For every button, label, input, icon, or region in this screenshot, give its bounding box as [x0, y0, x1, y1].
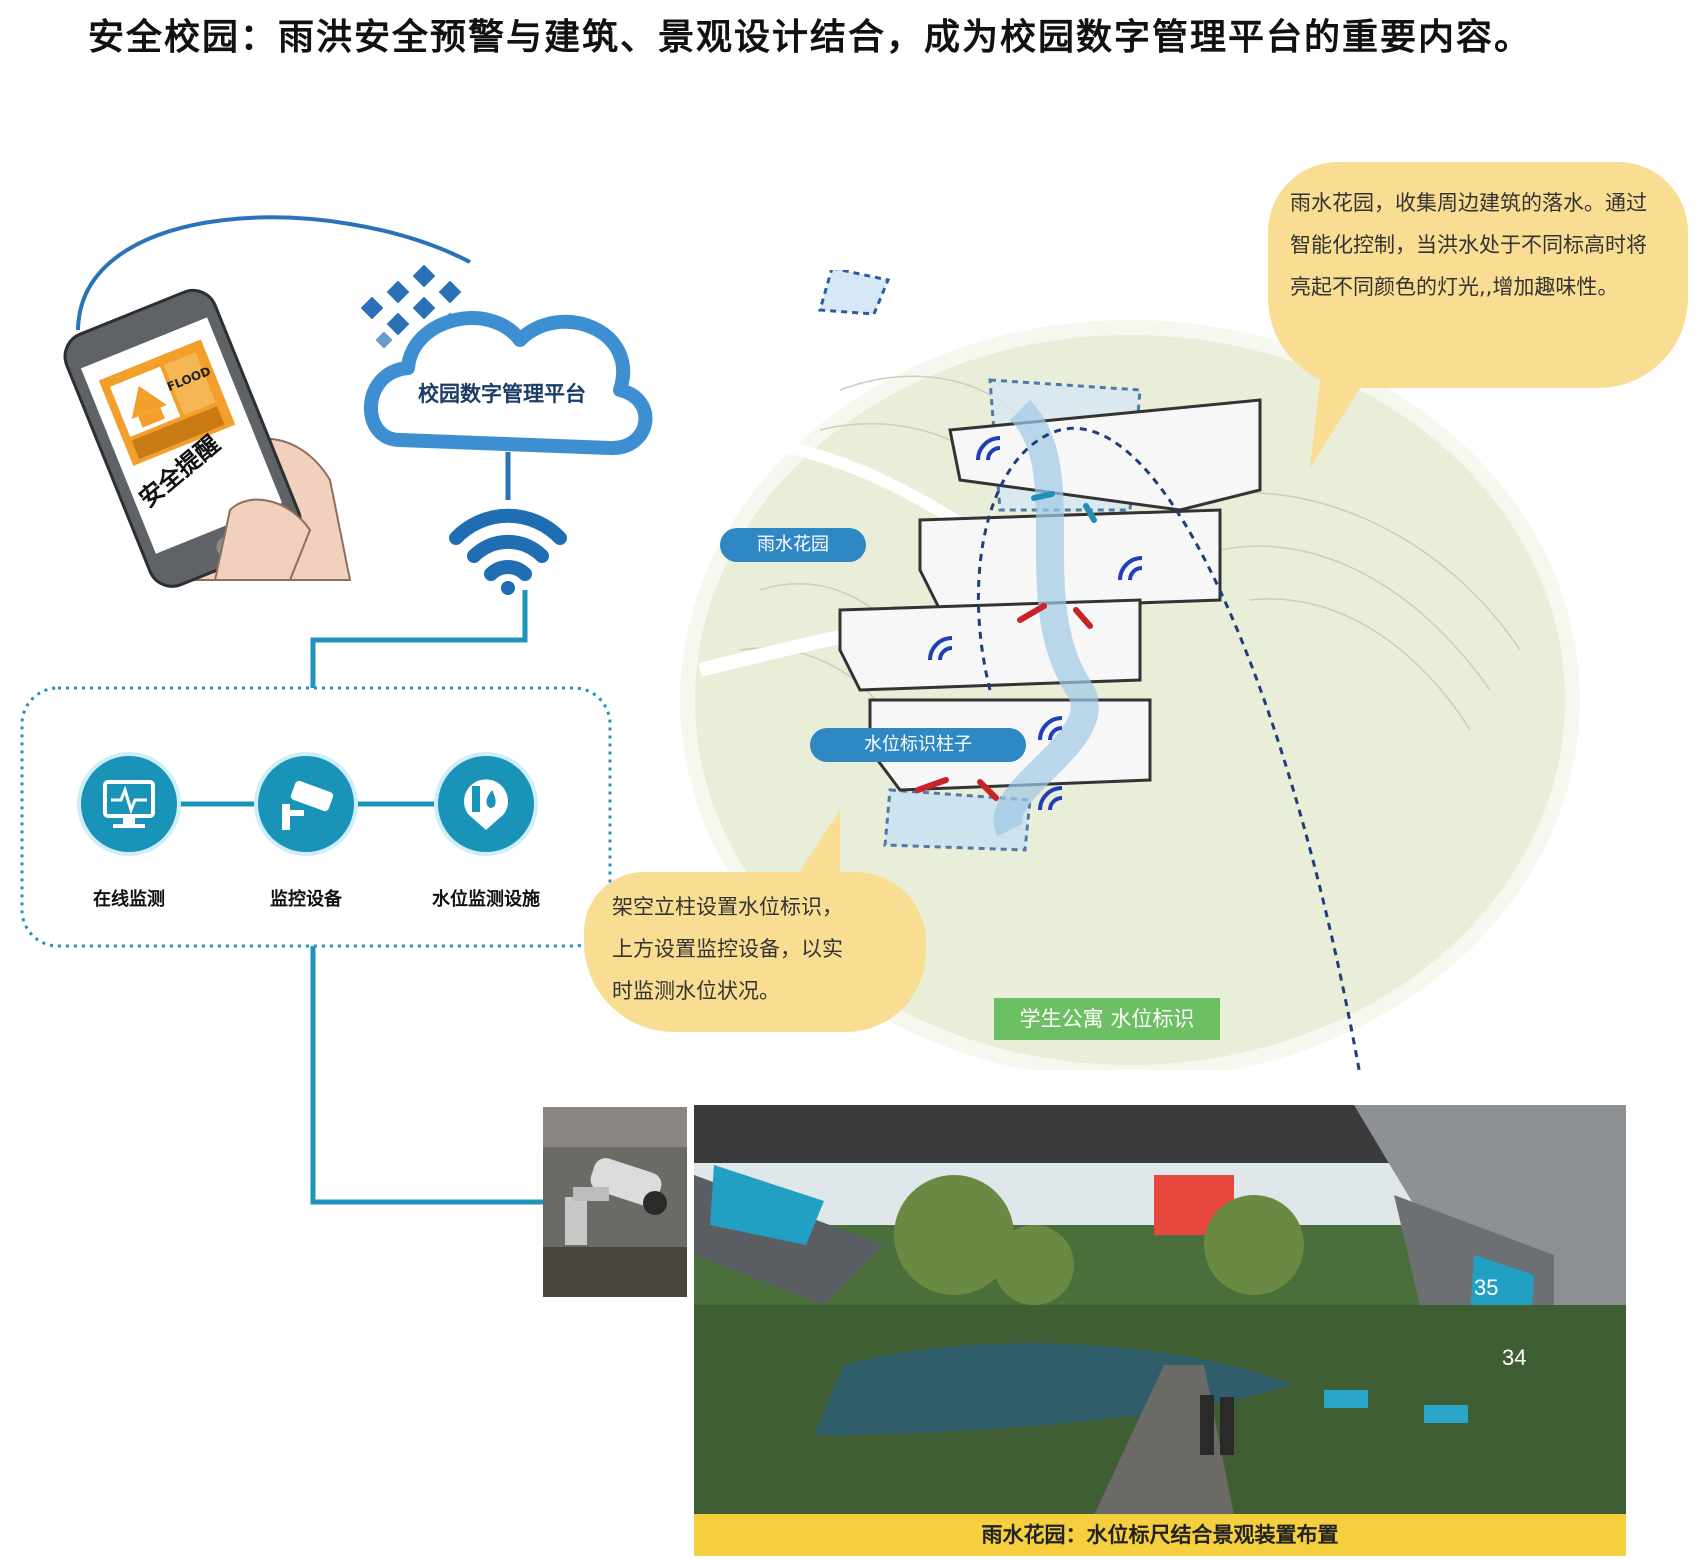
online-monitor-label: 在线监测 [93, 889, 165, 910]
rain-garden-render: 35 34 [694, 1105, 1626, 1515]
gauge-mark-34: 34 [1502, 1345, 1526, 1370]
cloud-icon [363, 311, 653, 455]
security-camera-icon [282, 780, 334, 830]
water-level-label: 水位监测设施 [432, 889, 540, 910]
bubble-top-tail [1310, 380, 1365, 468]
bubble-top-line: 智能化控制，当洪水处于不同标高时将 [1290, 233, 1647, 257]
dorm-water-level-tag: 学生公寓 水位标识 [994, 998, 1220, 1040]
water-level-node[interactable] [438, 756, 534, 852]
surveillance-label: 监控设备 [270, 889, 342, 910]
phone-cloud-link [76, 215, 471, 331]
site-plan-map [665, 270, 1595, 1070]
bubble-left-tail [790, 810, 840, 886]
bubble-left-line: 上方设置监控设备，以实 [612, 937, 843, 961]
phone-hand-illustration [63, 288, 352, 588]
render-caption: 雨水花园：水位标尺结合景观装置布置 [694, 1514, 1626, 1556]
bubble-top-line: 雨水花园，收集周边建筑的落水。通过 [1290, 191, 1647, 215]
water-level-icon [464, 779, 508, 830]
monitoring-container [20, 686, 612, 948]
security-camera-icon [565, 1158, 667, 1245]
water-pillar-tag: 水位标识柱子 [810, 728, 1026, 762]
rain-garden-description: 雨水花园，收集周边建筑的落水。通过 智能化控制，当洪水处于不同标高时将 亮起不同… [1268, 162, 1688, 388]
gauge-mark-35: 35 [1474, 1275, 1498, 1300]
cloud-platform-label: 校园数字管理平台 [418, 382, 586, 406]
bubble-left-line: 架空立柱设置水位标识， [612, 895, 843, 919]
pillar-description: 架空立柱设置水位标识， 上方设置监控设备，以实 时监测水位状况。 [584, 872, 926, 1032]
rain-garden-tag: 雨水花园 [720, 528, 866, 562]
wifi-icon [449, 508, 567, 595]
bubble-top-line: 亮起不同颜色的灯光,,增加趣味性。 [1290, 275, 1619, 299]
surveillance-node[interactable] [258, 756, 354, 852]
monitor-pulse-icon [103, 780, 155, 828]
bubble-left-line: 时监测水位状况。 [612, 979, 780, 1003]
page-title: 安全校园：雨洪安全预警与建筑、景观设计结合，成为校园数字管理平台的重要内容。 [88, 17, 1533, 58]
security-camera-photo [543, 1107, 687, 1297]
online-monitor-node[interactable] [81, 756, 177, 852]
